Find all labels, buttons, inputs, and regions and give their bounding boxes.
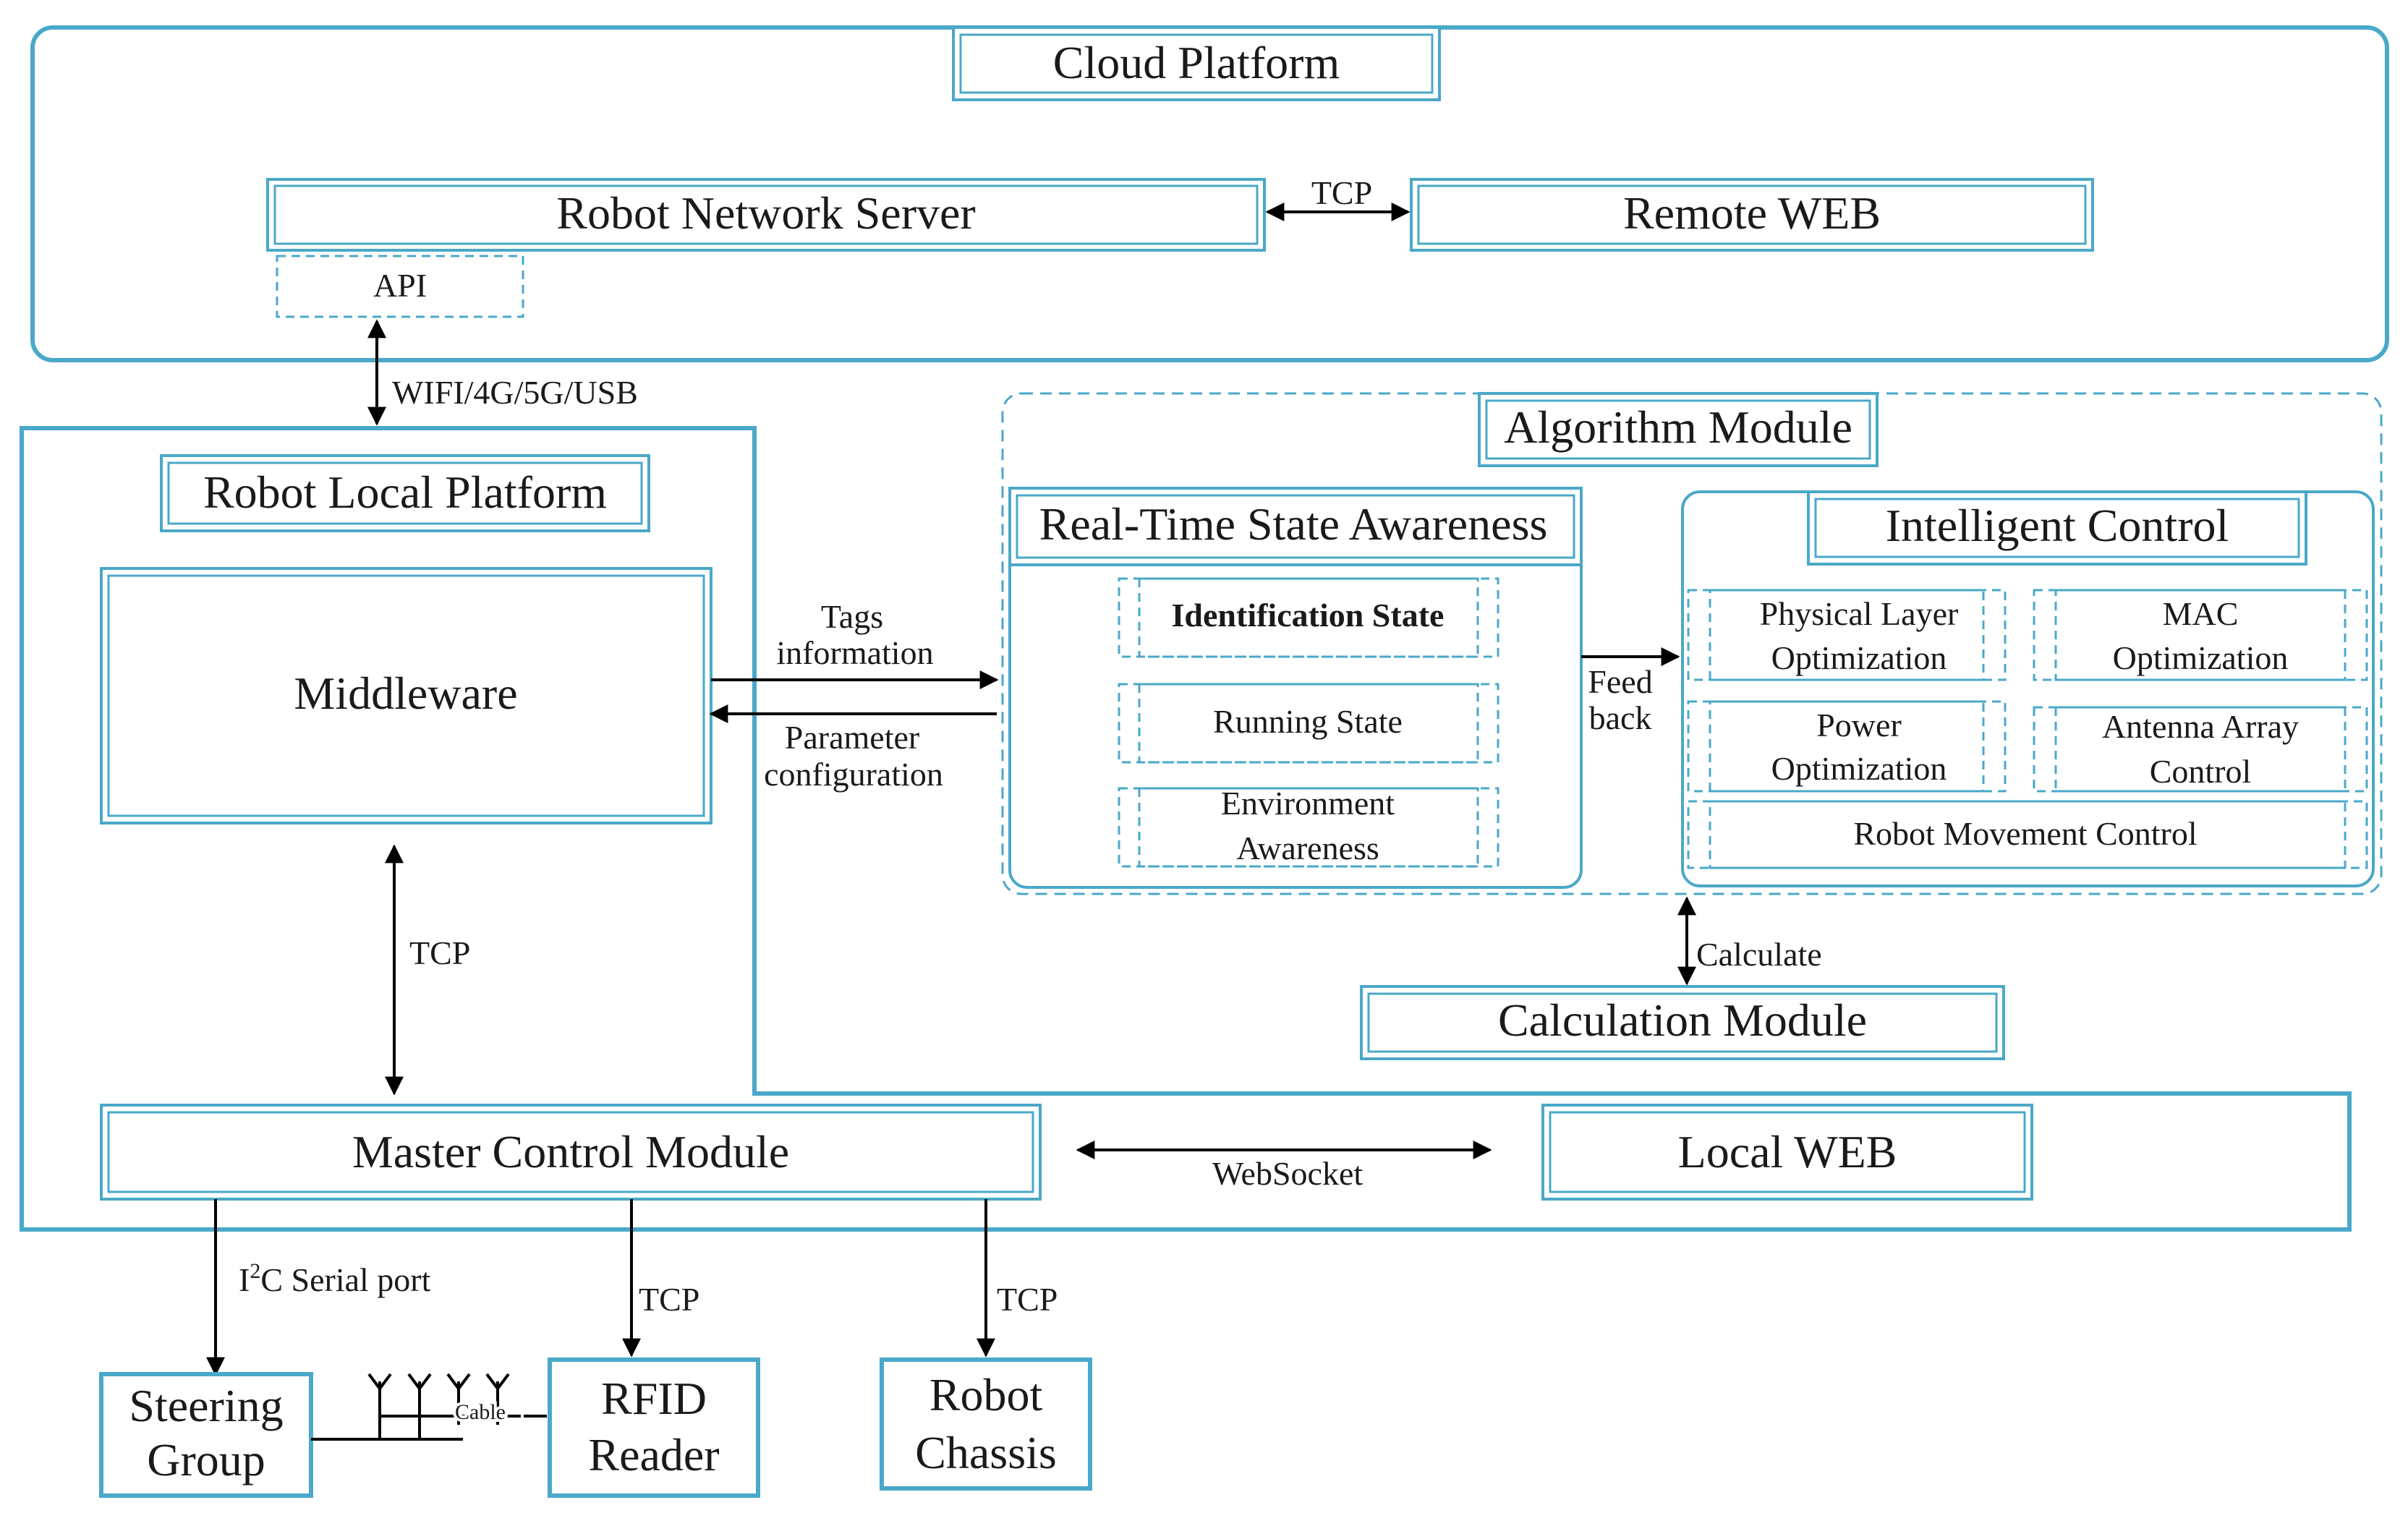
identification-state-box: Identification State (1118, 577, 1499, 658)
parameter-label-line2: configuration (764, 756, 943, 793)
running-state-label: Running State (1213, 703, 1403, 740)
cable-label: Cable (455, 1400, 506, 1424)
environment-awareness-box: Environment Awareness (1118, 785, 1499, 868)
antenna-line2: Control (2150, 753, 2252, 790)
steering-group-box: Steering Group (99, 1372, 313, 1498)
middleware-master-tcp-label: TCP (409, 934, 470, 971)
chassis-line1: Robot (929, 1369, 1043, 1420)
running-state-box: Running State (1118, 683, 1499, 764)
power-box: Power Optimization (1687, 700, 2007, 793)
calculate-label: Calculate (1696, 936, 1822, 973)
physical-layer-line2: Optimization (1771, 639, 1947, 676)
algorithm-module-container (1001, 392, 2383, 895)
steering-line1: Steering (129, 1380, 283, 1431)
power-line2: Optimization (1771, 750, 1947, 787)
robot-chassis-box: Robot Chassis (880, 1358, 1092, 1491)
environment-label-line2: Awareness (1236, 830, 1379, 866)
identification-state-label: Identification State (1172, 597, 1445, 634)
antenna-line1: Antenna Array (2102, 708, 2299, 745)
websocket-label: WebSocket (1212, 1155, 1363, 1192)
remote-web-label: Remote WEB (1623, 187, 1881, 239)
intelligent-control-title-box: Intelligent Control (1807, 490, 2307, 566)
middleware-label: Middleware (294, 668, 517, 719)
robot-local-platform-title: Robot Local Platform (203, 466, 607, 518)
rfid-reader-box: RFID Reader (548, 1358, 760, 1498)
robot-movement-box: Robot Movement Control (1687, 800, 2368, 869)
wifi-link-label: WIFI/4G/5G/USB (392, 374, 638, 411)
tags-label-line2: information (776, 634, 933, 671)
local-web-label: Local WEB (1678, 1126, 1897, 1177)
remote-web-box: Remote WEB (1410, 178, 2094, 252)
rfid-tcp-label: TCP (639, 1281, 699, 1318)
power-line1: Power (1816, 707, 1902, 743)
master-control-module-label: Master Control Module (352, 1126, 789, 1177)
awareness-title-box: Real-Time State Awareness (1008, 487, 1583, 566)
i2c-superscript: 2 (250, 1259, 260, 1283)
api-label: API (373, 267, 427, 304)
rfid-line1: RFID (601, 1373, 707, 1424)
physical-layer-box: Physical Layer Optimization (1687, 589, 2007, 681)
chassis-line2: Chassis (915, 1427, 1057, 1478)
algorithm-module-title: Algorithm Module (1504, 401, 1852, 453)
intelligent-control-title: Intelligent Control (1886, 500, 2229, 551)
robot-local-platform-container (20, 426, 2352, 1232)
server-web-tcp-label: TCP (1311, 174, 1372, 211)
feedback-label-line2: back (1589, 699, 1652, 736)
mac-box: MAC Optimization (2033, 589, 2368, 681)
calculation-module-label: Calculation Module (1498, 994, 1867, 1046)
i2c-label: I2C Serial port (239, 1259, 431, 1298)
local-web-box: Local WEB (1541, 1104, 2033, 1201)
master-control-module-box: Master Control Module (100, 1104, 1042, 1201)
physical-layer-line1: Physical Layer (1760, 595, 1959, 632)
environment-label-line1: Environment (1221, 785, 1395, 822)
mac-line2: Optimization (2113, 639, 2289, 676)
feedback-label-line1: Feed (1588, 663, 1652, 700)
cloud-platform-title: Cloud Platform (1053, 37, 1340, 88)
middleware-box: Middleware (100, 567, 712, 824)
api-box (276, 255, 524, 318)
rfid-line2: Reader (588, 1429, 719, 1480)
calculation-module-box: Calculation Module (1360, 985, 2005, 1060)
robot-local-platform-title-box: Robot Local Platform (160, 454, 650, 532)
tags-label-line1: Tags (821, 598, 883, 635)
i2c-prefix: I (239, 1261, 250, 1298)
chassis-tcp-label: TCP (997, 1281, 1058, 1318)
i2c-rest: C Serial port (260, 1261, 430, 1298)
robot-network-server-box: Robot Network Server (266, 178, 1266, 252)
awareness-title: Real-Time State Awareness (1039, 498, 1548, 550)
algorithm-module-title-box: Algorithm Module (1478, 392, 1879, 467)
antenna-cable-diagram (311, 1373, 547, 1441)
steering-line2: Group (147, 1434, 265, 1486)
robot-network-server-label: Robot Network Server (556, 187, 975, 239)
antenna-box: Antenna Array Control (2033, 706, 2368, 793)
mac-line1: MAC (2163, 595, 2239, 632)
cloud-platform-title-box: Cloud Platform (952, 26, 1441, 101)
robot-movement-label: Robot Movement Control (1853, 815, 2197, 852)
parameter-label-line1: Parameter (785, 719, 919, 756)
